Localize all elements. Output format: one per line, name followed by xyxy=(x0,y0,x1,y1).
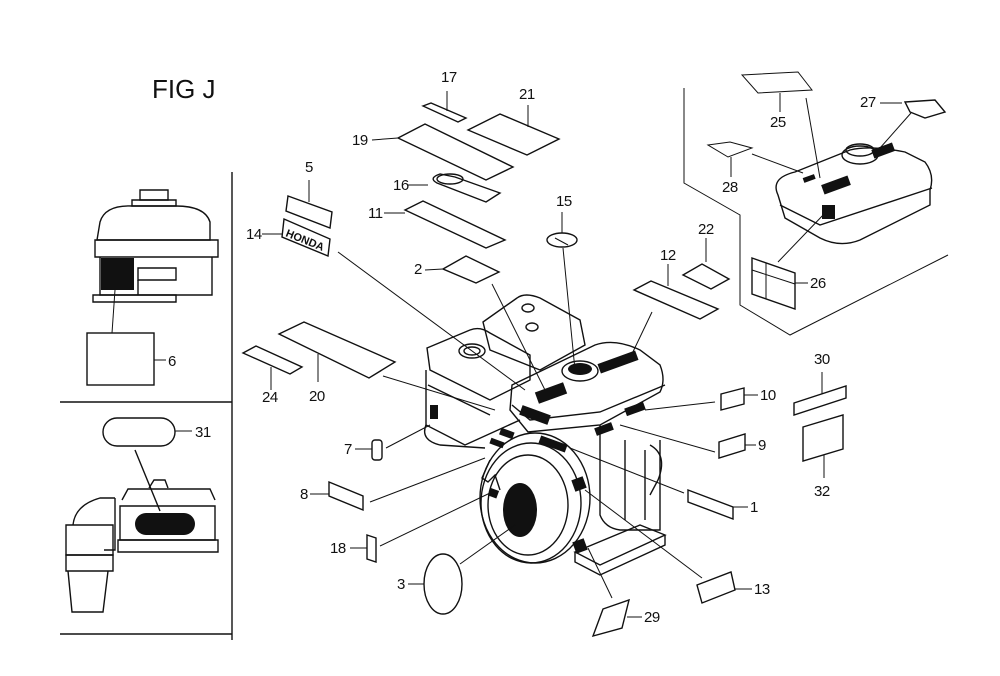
inset-frame xyxy=(60,172,233,640)
callout-10: 10 xyxy=(760,387,776,404)
callout-5: 5 xyxy=(305,159,313,176)
callout-28: 28 xyxy=(722,179,738,196)
decals-lower xyxy=(310,372,847,638)
inset-fuel-tank xyxy=(683,71,949,336)
honda-emblem-text: HONDA xyxy=(284,228,326,254)
callout-29: 29 xyxy=(644,609,660,626)
inset-engine-front-view xyxy=(86,189,219,386)
callout-16: 16 xyxy=(393,177,409,194)
callout-30: 30 xyxy=(814,351,830,368)
callout-12: 12 xyxy=(660,247,676,264)
callout-19: 19 xyxy=(352,132,368,149)
decals-upper: HONDA xyxy=(241,91,731,411)
callout-1: 1 xyxy=(750,499,758,516)
callout-3: 3 xyxy=(397,576,405,593)
callout-21: 21 xyxy=(519,86,535,103)
engine-main xyxy=(423,294,667,576)
callout-18: 18 xyxy=(330,540,346,557)
callout-14: 14 xyxy=(246,226,262,243)
callout-9: 9 xyxy=(758,437,766,454)
inset-engine-side-view xyxy=(65,417,219,613)
callout-15: 15 xyxy=(556,193,572,210)
callout-13: 13 xyxy=(754,581,770,598)
callout-8: 8 xyxy=(300,486,308,503)
callout-7: 7 xyxy=(344,441,352,458)
callout-27: 27 xyxy=(860,94,876,111)
callout-25: 25 xyxy=(770,114,786,131)
callout-20: 20 xyxy=(309,388,325,405)
callout-6: 6 xyxy=(168,353,176,370)
callout-2: 2 xyxy=(414,261,422,278)
callout-22: 22 xyxy=(698,221,714,238)
callout-17: 17 xyxy=(441,69,457,86)
callout-31: 31 xyxy=(195,424,211,441)
callout-24: 24 xyxy=(262,389,278,406)
callout-11: 11 xyxy=(368,205,383,222)
callout-32: 32 xyxy=(814,483,830,500)
callout-26: 26 xyxy=(810,275,826,292)
figure-title: FIG J xyxy=(152,74,216,104)
